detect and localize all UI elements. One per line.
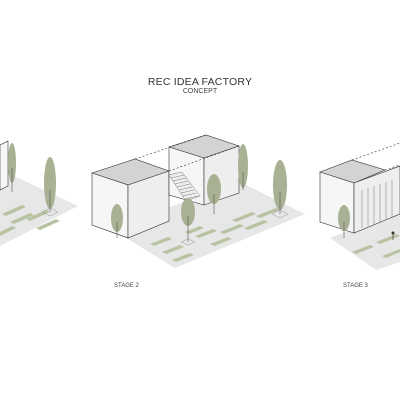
stage-2-stair [168,171,201,202]
tree-icon [273,160,287,210]
stage-2-paving-stripes [150,208,280,262]
stage-3-dashed-link [351,142,400,161]
diagram-subtitle: CONCEPT [182,88,218,95]
stage-3-ground [330,210,400,270]
stage-3-label: STAGE 3 [343,283,368,289]
stage-2-label: STAGE 2 [114,283,139,289]
stage-2-left-block-side [127,170,170,239]
tree-icon [44,157,56,209]
person-figure-icon [391,231,395,240]
stage-3-columns [361,180,393,228]
stage-2-dashed-link [168,145,240,172]
tree-icon [181,198,195,226]
stage-3-site [319,142,400,270]
tree-icon [338,205,350,231]
tree-icon [111,204,123,232]
stage-1-building-front [0,140,9,191]
stage-3-paving-stripes [352,234,400,258]
tree-icon [238,144,248,188]
stage-2-site [91,134,305,268]
tree-icon [8,143,16,183]
diagram-title: REC IDEA FACTORY [147,76,253,88]
stage-2-ground [110,182,305,268]
stage-2-dashed-link [134,134,207,160]
stage-3-dashed-link [384,164,400,171]
stage-1-site [0,140,78,246]
tree-icon [207,174,221,204]
stage-1-ground [0,176,78,246]
stage-1-paving-stripes [0,205,60,236]
stage-3-block-side [353,165,400,234]
